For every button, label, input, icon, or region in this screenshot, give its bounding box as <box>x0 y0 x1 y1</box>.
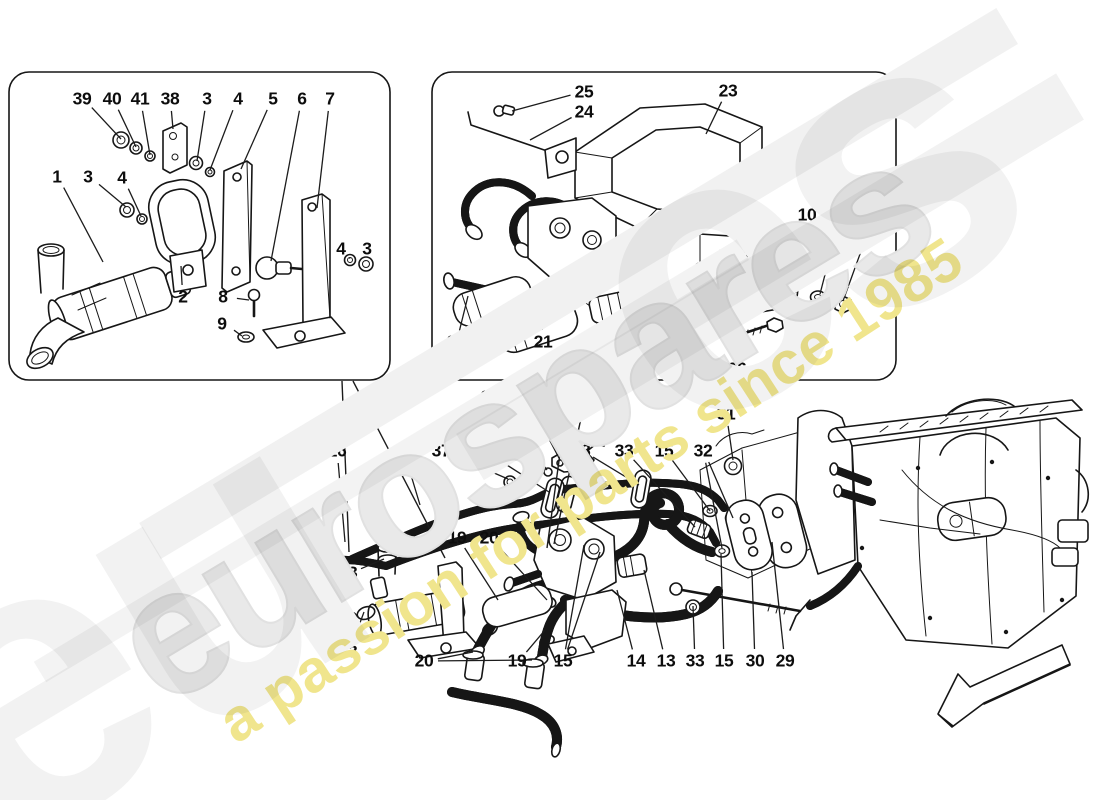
leader-line-15 <box>564 544 585 650</box>
leader-line-24 <box>529 116 572 141</box>
leader-line-38 <box>170 110 174 130</box>
leader-line-2 <box>180 265 183 286</box>
leader-line-32 <box>705 462 723 549</box>
leader-line-35 <box>498 406 548 471</box>
leader-line-33 <box>692 605 696 650</box>
leader-line-5 <box>240 109 268 170</box>
leader-line-14 <box>616 589 634 650</box>
leader-line-20 <box>437 651 474 660</box>
leader-line-25 <box>511 94 571 112</box>
leader-line-1 <box>63 187 104 263</box>
leader-line-26 <box>740 335 747 358</box>
leader-line-33 <box>352 611 365 642</box>
leader-line-17 <box>842 225 871 302</box>
detail-box-link <box>352 380 446 559</box>
leader-line-3 <box>98 183 127 208</box>
leader-line-10 <box>790 226 804 262</box>
leader-line-15 <box>671 460 711 512</box>
leader-line-28 <box>592 456 640 486</box>
leader-line-4 <box>209 109 234 171</box>
leader-line-3 <box>196 110 206 162</box>
leader-line-19 <box>525 629 546 653</box>
leader-line-40 <box>117 109 137 148</box>
leader-line-30 <box>751 571 756 650</box>
leader-line-21 <box>539 299 543 331</box>
leader-line-33 <box>633 459 696 528</box>
leader-line-7 <box>316 110 329 209</box>
leader-line-31 <box>727 425 734 461</box>
leader-line-20 <box>437 659 533 662</box>
leader-line-39 <box>91 107 122 140</box>
leader-line-27 <box>701 335 707 358</box>
leader-line-15 <box>566 551 601 650</box>
leader-line-37 <box>453 455 509 480</box>
leader-line-36 <box>532 407 561 461</box>
leader-line-20 <box>498 546 548 601</box>
leader-line-22 <box>458 295 469 331</box>
leader-line-23 <box>705 101 723 135</box>
leader-line-41 <box>141 110 151 156</box>
leader-line-29 <box>771 541 785 650</box>
leader-line-32 <box>708 461 734 519</box>
leader-line-13 <box>643 569 664 650</box>
leader-line-8 <box>236 297 250 301</box>
leader-line-19 <box>464 547 499 601</box>
leader-line-9 <box>233 329 243 337</box>
leader-line-6 <box>270 110 301 262</box>
leader-line-18 <box>819 226 839 295</box>
leader-line-15 <box>720 553 725 650</box>
direction-arrow <box>937 644 1071 728</box>
leader-line-16 <box>337 462 346 543</box>
leader-line-33 <box>360 558 385 570</box>
leader-line-4 <box>127 188 142 217</box>
